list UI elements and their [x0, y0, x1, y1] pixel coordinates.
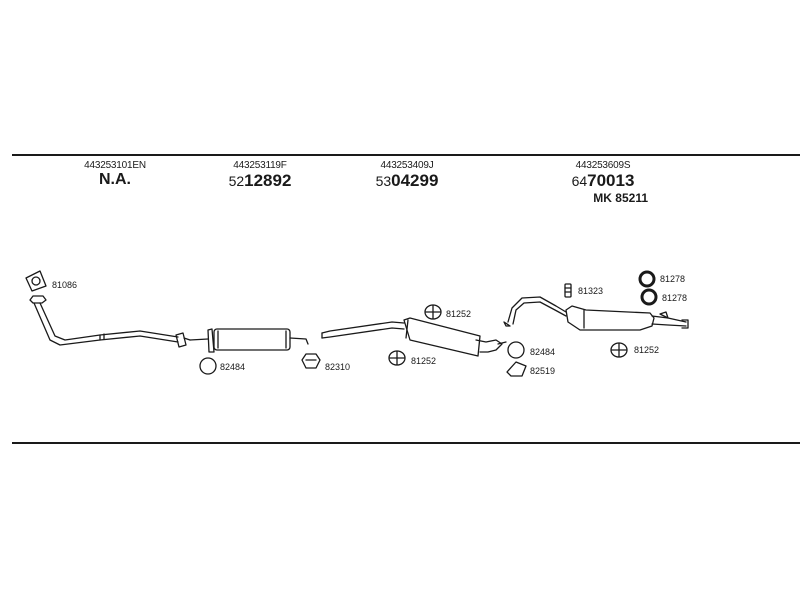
ring-icon[interactable]: [507, 341, 525, 359]
clamp-icon[interactable]: [564, 283, 572, 298]
part-prefix: 52: [228, 173, 245, 189]
hanger-icon[interactable]: [388, 350, 406, 366]
front-muffler[interactable]: [189, 328, 309, 353]
part-label: 81323: [578, 286, 604, 296]
part-number: N.A.: [99, 171, 131, 188]
part-main: 12892: [244, 171, 292, 190]
gasket-icon[interactable]: [25, 270, 47, 292]
section-front-pipe: 443253101EN N.A.: [70, 160, 160, 189]
hanger-icon[interactable]: [610, 342, 628, 358]
oem-number: 443253119F: [233, 160, 287, 171]
part-main: 70013: [587, 171, 635, 190]
part-label: 82519: [530, 366, 556, 376]
part-label: 81278: [660, 274, 686, 284]
oem-number: 443253101EN: [84, 160, 146, 171]
section-front-muffler: 443253119F 5212892: [215, 160, 305, 191]
part-label: 81252: [446, 309, 472, 319]
part-number: 5212892: [215, 171, 305, 191]
part-number: 5304299: [362, 171, 452, 191]
part-label: 81278: [662, 293, 688, 303]
part-label: 82310: [325, 362, 351, 372]
bottom-rule: [12, 442, 800, 444]
oem-number: 443253609S: [575, 160, 631, 171]
part-prefix: 64: [571, 173, 588, 189]
top-rule: [12, 154, 800, 156]
rear-muffler[interactable]: [503, 296, 689, 331]
part-label: 81252: [411, 356, 437, 366]
part-main: 04299: [391, 171, 439, 190]
part-number: 6470013: [558, 171, 648, 191]
part-label: 81086: [52, 280, 78, 290]
section-rear-muffler: 443253609S 6470013 MK 85211: [558, 160, 648, 205]
front-pipe[interactable]: [29, 295, 191, 348]
rubber-ring-icon[interactable]: [638, 270, 656, 288]
section-middle-muffler: 443253409J 5304299: [362, 160, 452, 191]
ring-icon[interactable]: [199, 357, 217, 375]
bracket-icon[interactable]: [506, 361, 527, 377]
clamp-icon[interactable]: [301, 353, 321, 369]
part-prefix: 53: [375, 173, 392, 189]
hanger-icon[interactable]: [424, 304, 442, 320]
part-label: 82484: [220, 362, 246, 372]
oem-number: 443253409J: [380, 160, 434, 171]
part-label: 82484: [530, 347, 556, 357]
middle-muffler[interactable]: [321, 317, 507, 357]
rubber-ring-icon[interactable]: [640, 288, 658, 306]
mk-number: MK 85211: [593, 191, 648, 205]
part-label: 81252: [634, 345, 660, 355]
